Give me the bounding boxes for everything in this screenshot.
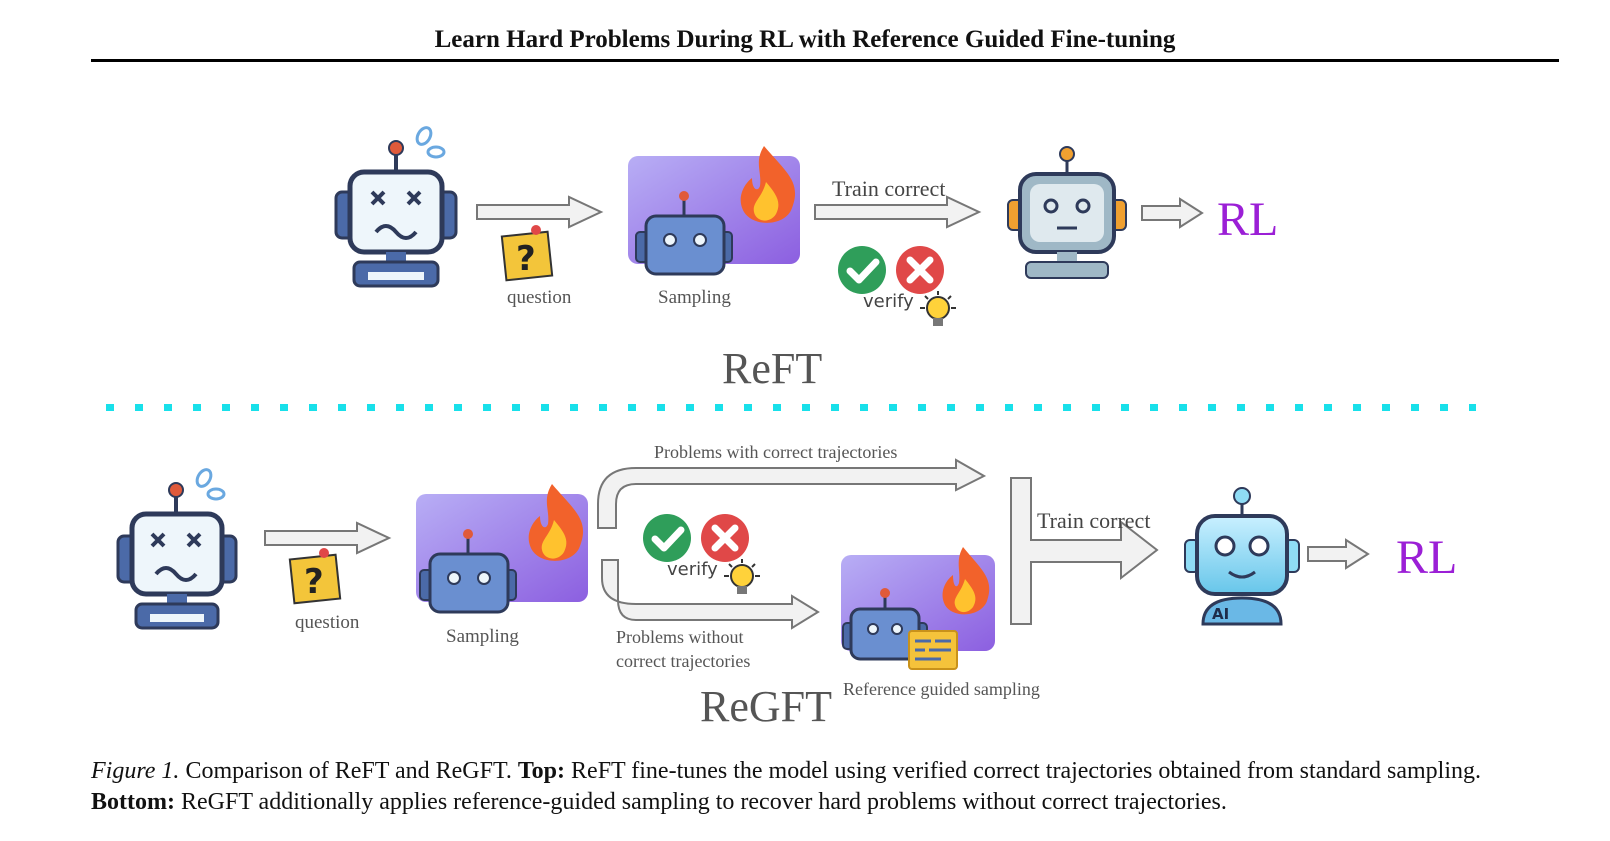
caption-text-2: ReFT fine-tunes the model using verified… bbox=[565, 758, 1481, 784]
lightbulb-icon bbox=[920, 291, 956, 326]
sampling-label: Sampling bbox=[446, 626, 519, 647]
arrow-question-icon bbox=[476, 195, 604, 229]
sampling-robot-icon bbox=[419, 529, 517, 614]
fire-icon bbox=[942, 547, 990, 615]
without-label-1: Problems without bbox=[616, 627, 744, 647]
sampling-label: Sampling bbox=[658, 287, 731, 308]
train-arrow-icon bbox=[814, 195, 982, 229]
rl-label: RL bbox=[1217, 193, 1279, 246]
confused-robot-icon bbox=[116, 468, 238, 630]
section-divider bbox=[106, 404, 1476, 411]
correct-trajectories-label: Problems with correct trajectories bbox=[654, 442, 898, 462]
neutral-robot-icon bbox=[1007, 146, 1127, 279]
svg-text:?: ? bbox=[304, 562, 324, 602]
verify-label: verify bbox=[667, 559, 718, 580]
sampling-robot-icon bbox=[635, 191, 733, 276]
without-label-2: correct trajectories bbox=[616, 651, 751, 671]
caption-top-label: Top: bbox=[517, 758, 566, 784]
page-header: Learn Hard Problems During RL with Refer… bbox=[434, 26, 1176, 53]
train-correct-label: Train correct bbox=[1037, 508, 1151, 533]
cross-icon bbox=[701, 514, 749, 562]
check-icon bbox=[643, 514, 691, 562]
question-label: question bbox=[295, 612, 360, 633]
question-label: question bbox=[507, 287, 572, 308]
confused-robot-icon bbox=[334, 126, 458, 288]
rl-arrow-icon bbox=[1307, 538, 1370, 570]
fire-icon bbox=[528, 484, 584, 561]
happy-ai-robot-icon bbox=[1184, 487, 1300, 626]
reft-title: ReFT bbox=[722, 344, 823, 393]
check-icon bbox=[838, 246, 886, 294]
reference-sampling-label: Reference guided sampling bbox=[843, 679, 1040, 699]
fire-icon bbox=[740, 146, 796, 223]
document-icon bbox=[908, 630, 958, 670]
lightbulb-icon bbox=[724, 559, 760, 594]
figure-label: Figure 1. bbox=[91, 758, 180, 784]
rl-label: RL bbox=[1396, 531, 1458, 584]
branch-arrows-icon bbox=[597, 458, 987, 630]
caption-bottom-label: Bottom: bbox=[91, 789, 175, 815]
ai-badge: AI bbox=[1212, 605, 1230, 623]
cross-icon bbox=[896, 246, 944, 294]
caption-text-1: Comparison of ReFT and ReGFT. bbox=[179, 758, 518, 784]
reference-sampling-card bbox=[841, 547, 995, 670]
verify-icons bbox=[643, 514, 749, 562]
svg-text:?: ? bbox=[516, 239, 536, 279]
merge-arrow-icon bbox=[1010, 477, 1159, 625]
sampling-card bbox=[416, 484, 588, 614]
question-note-icon: ? bbox=[500, 225, 554, 282]
caption-text-3: ReGFT additionally applies reference-gui… bbox=[174, 789, 1227, 815]
question-note-icon: ? bbox=[288, 548, 342, 605]
train-correct-label: Train correct bbox=[832, 176, 946, 201]
arrow-question-icon bbox=[264, 521, 392, 555]
regft-title: ReGFT bbox=[700, 682, 832, 731]
figure-caption: Figure 1. Comparison of ReFT and ReGFT. … bbox=[91, 756, 1561, 818]
header-rule bbox=[91, 59, 1559, 62]
sampling-card bbox=[628, 146, 800, 276]
verify-icons bbox=[838, 246, 944, 294]
verify-label: verify bbox=[863, 291, 914, 312]
rl-arrow-icon bbox=[1141, 197, 1204, 229]
